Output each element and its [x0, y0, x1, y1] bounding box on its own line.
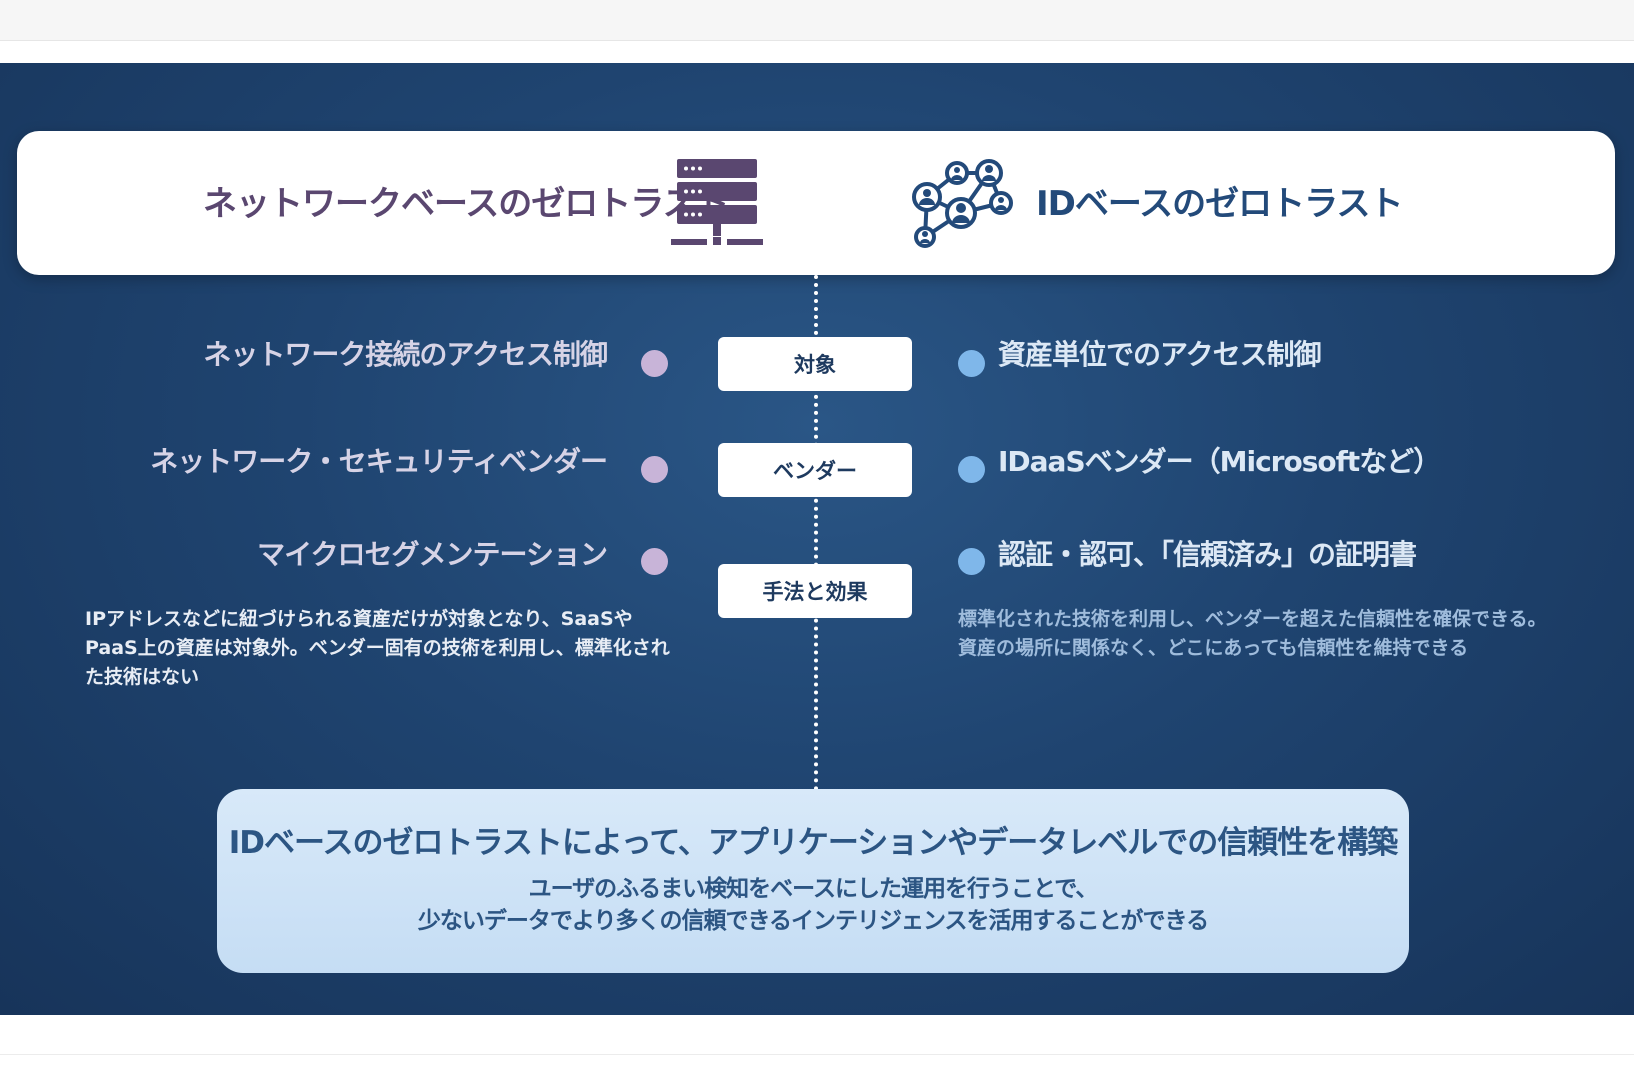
label-vendor: ベンダー [718, 443, 912, 497]
row-target-right: 資産単位でのアクセス制御 [998, 338, 1322, 371]
center-connector-line [814, 275, 818, 839]
network-zero-trust-title: ネットワークベースのゼロトラスト [203, 184, 730, 224]
conclusion-box: IDベースのゼロトラストによって、アプリケーションやデータレベルでの信頼性を構築… [217, 789, 1409, 973]
label-method-effect: 手法と効果 [718, 564, 912, 618]
bullet-left-1 [641, 350, 668, 377]
bullet-left-3 [641, 548, 668, 575]
bottom-strip [0, 1016, 1634, 1090]
conclusion-body: ユーザのふるまい検知をベースにした運用を行うことで、 少ないデータでより多くの信… [217, 873, 1409, 937]
server-stack-icon [671, 159, 763, 245]
identity-network-icon [912, 159, 1013, 248]
row-vendor-left: ネットワーク・セキュリティベンダー [150, 445, 608, 478]
id-method-description: 標準化された技術を利用し、ベンダーを超えた信頼性を確保できる。資産の場所に関係な… [958, 608, 1547, 659]
conclusion-title: IDベースのゼロトラストによって、アプリケーションやデータレベルでの信頼性を構築 [228, 825, 1398, 861]
header-card: ネットワークベースのゼロトラスト [17, 131, 1615, 275]
conclusion-line-2: 少ないデータでより多くの信頼できるインテリジェンスを活用することができる [417, 908, 1209, 934]
slide: ネットワークベースのゼロトラスト [0, 63, 1634, 1015]
bullet-right-1 [958, 350, 985, 377]
top-strip [0, 0, 1634, 41]
id-zero-trust-title: IDベースのゼロトラスト [1036, 184, 1404, 224]
row-method-left: マイクロセグメンテーション [257, 538, 608, 571]
label-target: 対象 [718, 337, 912, 391]
network-method-description: IPアドレスなどに紐づけられる資産だけが対象となり、SaaSやPaaS上の資産は… [85, 608, 670, 688]
row-target-left: ネットワーク接続のアクセス制御 [203, 338, 608, 371]
row-vendor-right: IDaaSベンダー（Microsoftなど） [998, 445, 1441, 478]
bullet-left-2 [641, 456, 668, 483]
conclusion-line-1: ユーザのふるまい検知をベースにした運用を行うことで、 [528, 876, 1099, 902]
row-method-right: 認証・認可、「信頼済み」の証明書 [998, 538, 1417, 571]
bullet-right-3 [958, 548, 985, 575]
bullet-right-2 [958, 456, 985, 483]
